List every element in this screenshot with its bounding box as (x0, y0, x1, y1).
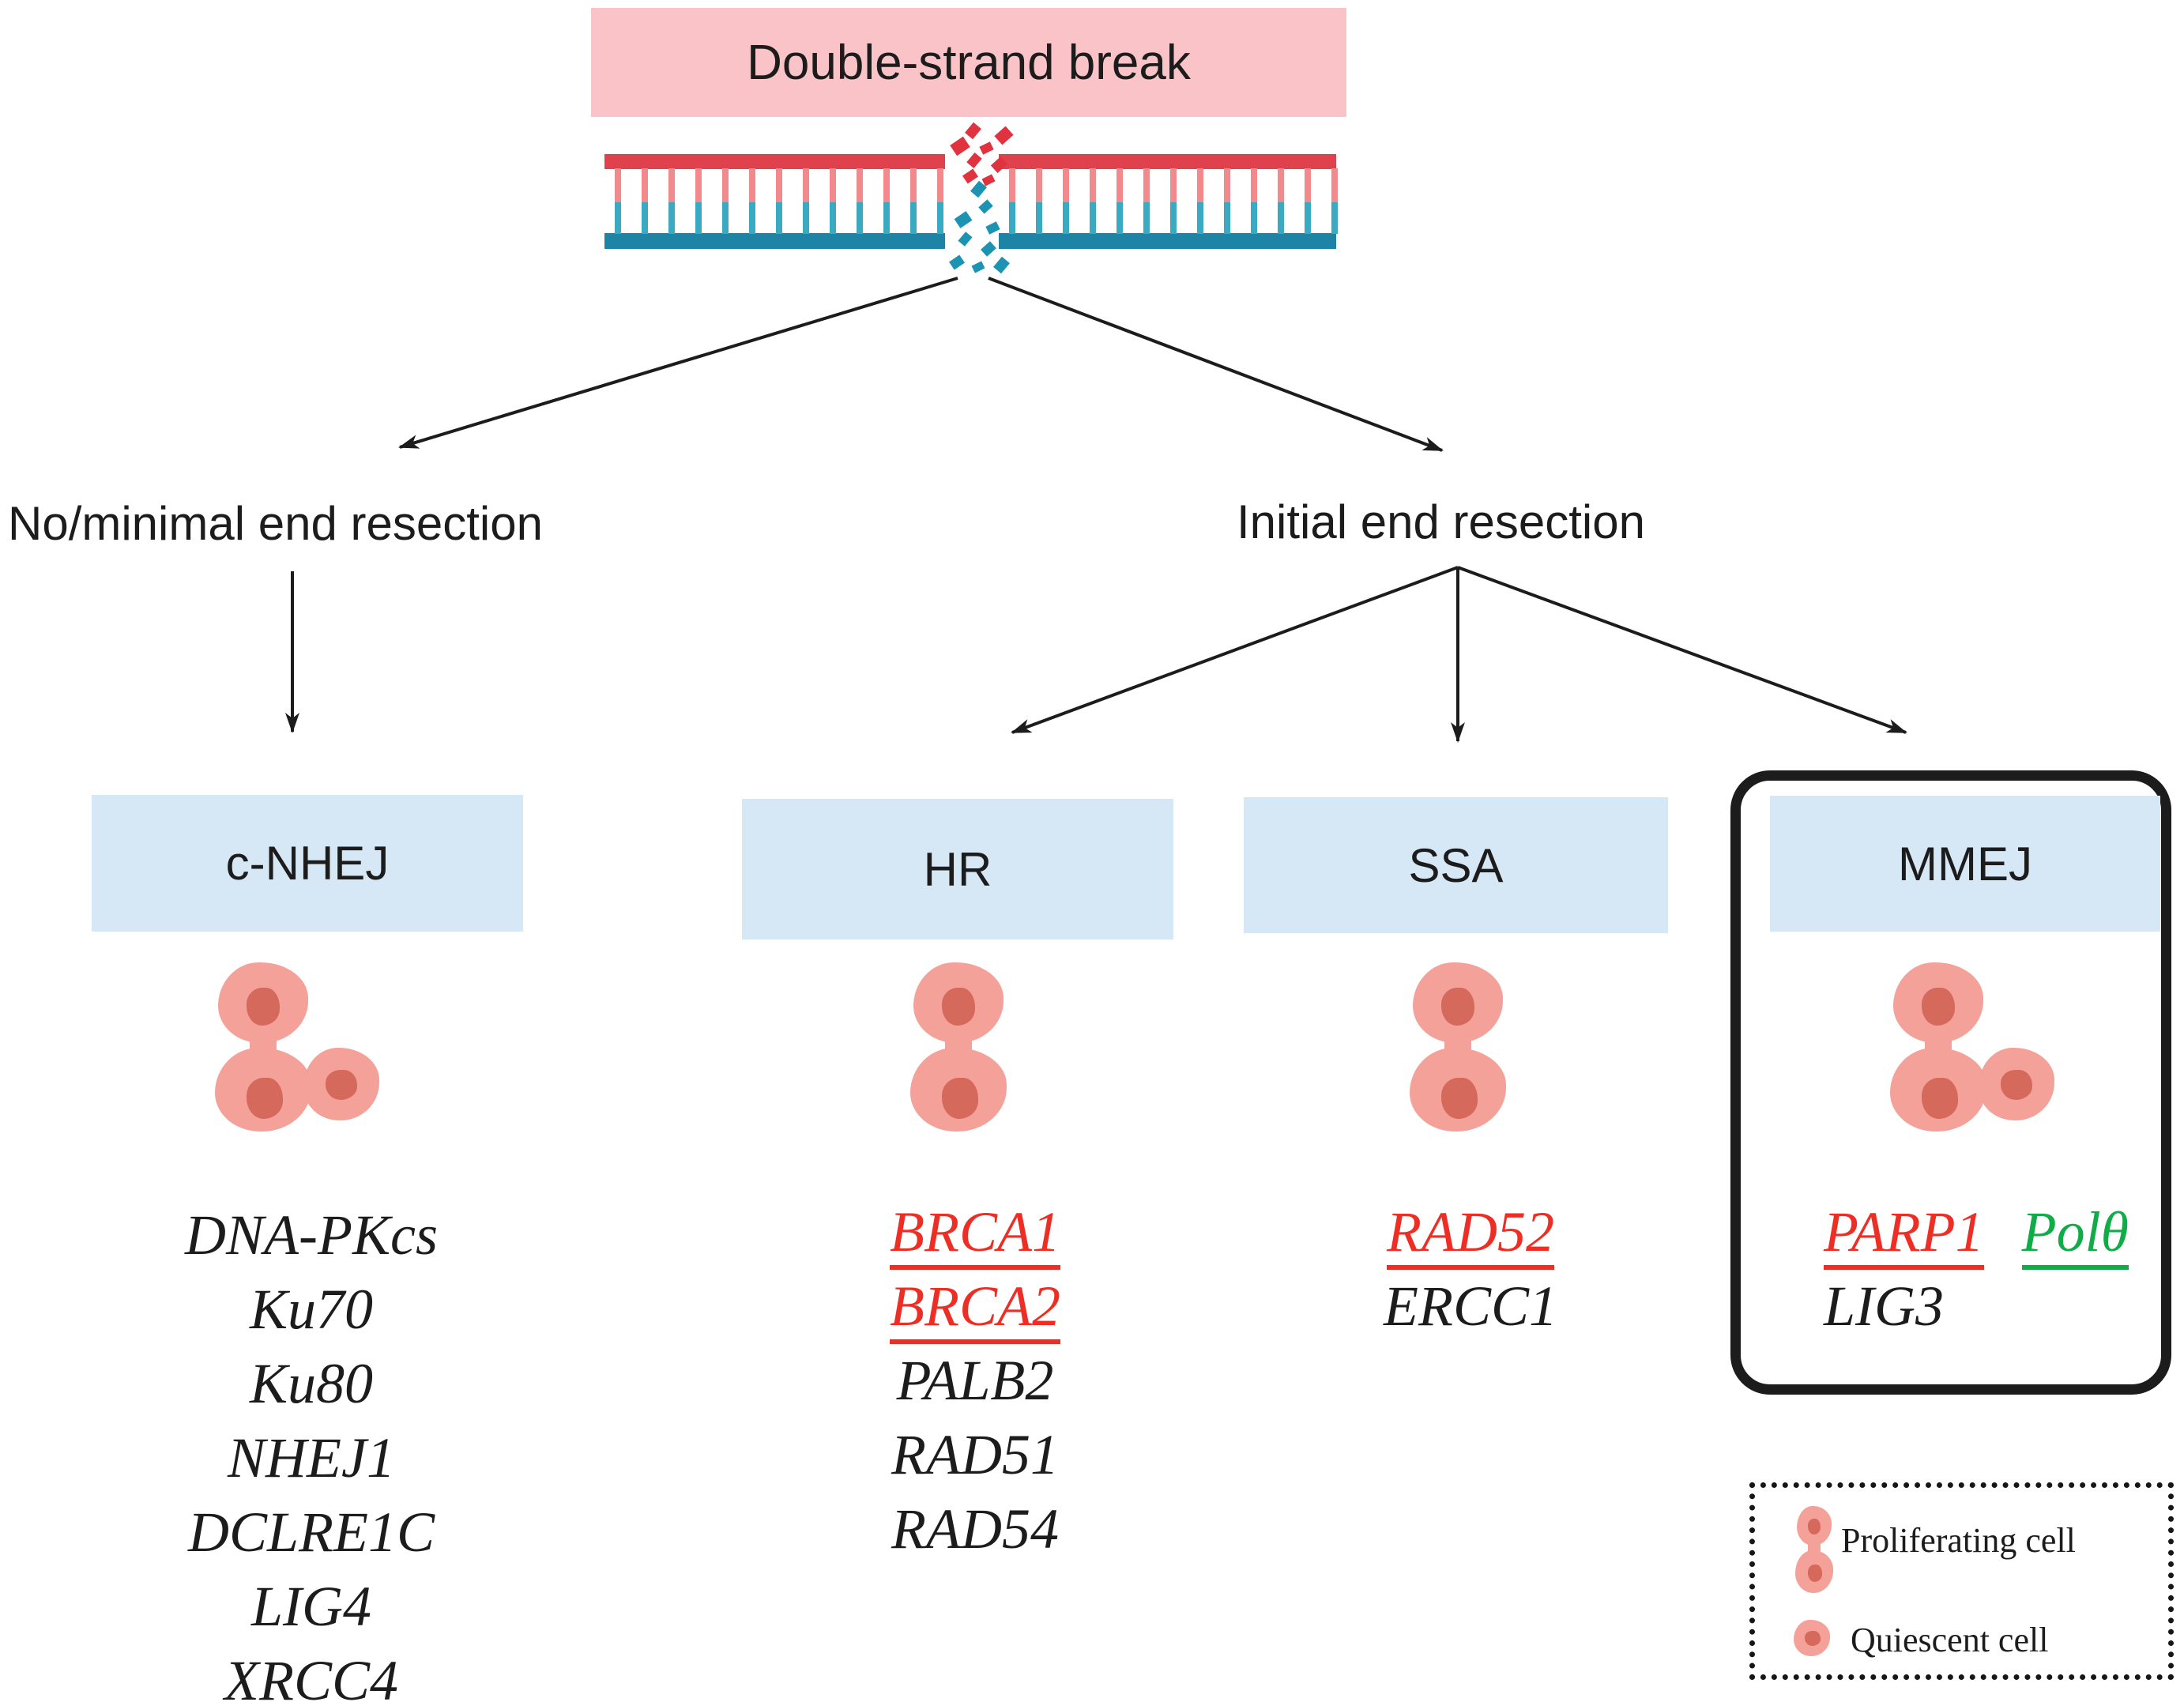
gene-brca2: BRCA2 (890, 1276, 1060, 1344)
gene-xrcc4: XRCC4 (224, 1649, 398, 1702)
proliferating-cell-icon (1406, 962, 1509, 1133)
quiescent-cell-icon (303, 1048, 379, 1120)
gene-ku80: Ku80 (249, 1352, 374, 1415)
gene-rad51: RAD51 (891, 1423, 1059, 1486)
gene-list-hr: BRCA1 BRCA2 PALB2 RAD51 RAD54 (754, 1195, 1196, 1566)
gene-list-ssa: RAD52 ERCC1 (1249, 1195, 1692, 1343)
gene-palb2: PALB2 (896, 1349, 1054, 1412)
gene-parp1: PARP1 (1824, 1202, 1984, 1270)
mmej-highlight-box (1730, 770, 2171, 1395)
legend-proliferating-label: Proliferating cell (1841, 1521, 2076, 1560)
gene-ku70: Ku70 (249, 1278, 374, 1341)
proliferating-cell-icon (1795, 1506, 1833, 1593)
pathway-header-cnhej: c-NHEJ (92, 795, 523, 932)
gene-lig3: LIG3 (1824, 1275, 1945, 1338)
dna-top-strand-right (999, 154, 1336, 169)
gene-nhej1: NHEJ1 (228, 1426, 395, 1489)
pathway-label-cnhej: c-NHEJ (225, 837, 390, 890)
gene-list-cnhej: DNA-PKcs Ku70 Ku80 NHEJ1 DCLRE1C LIG4 XR… (90, 1198, 533, 1702)
title-box: Double-strand break (591, 8, 1346, 117)
proliferating-cell-icon (907, 962, 1010, 1133)
legend-quiescent-label: Quiescent cell (1851, 1621, 2049, 1659)
gene-ercc1: ERCC1 (1383, 1275, 1557, 1338)
pathway-header-hr: HR (742, 799, 1173, 939)
gene-dclre1c: DCLRE1C (187, 1501, 435, 1564)
gene-list-mmej: PARP1 Polθ LIG3 (1824, 1195, 2163, 1343)
pathway-header-ssa: SSA (1244, 797, 1668, 933)
gene-lig4: LIG4 (250, 1575, 371, 1638)
pathway-label-ssa: SSA (1408, 838, 1504, 892)
pathway-label-hr: HR (923, 842, 992, 896)
dna-top-strand-left (604, 154, 945, 169)
gene-rad52: RAD52 (1387, 1202, 1554, 1270)
proliferating-cell-icon (1887, 962, 1990, 1133)
page-title: Double-strand break (747, 35, 1191, 90)
gene-poltheta: Polθ (2021, 1202, 2129, 1270)
quiescent-cell-icon (1794, 1620, 1830, 1656)
gene-rad54: RAD54 (891, 1497, 1059, 1561)
proliferating-cell-icon (212, 962, 314, 1133)
dna-bottom-strand-left (604, 233, 945, 249)
dna-bottom-strand-right (999, 233, 1336, 249)
pathway-header-mmej: MMEJ (1770, 796, 2160, 932)
branch-label-no-resection: No/minimal end resection (8, 497, 543, 550)
branch-label-initial-resection: Initial end resection (1237, 495, 1645, 548)
quiescent-cell-icon (1979, 1048, 2054, 1120)
pathway-label-mmej: MMEJ (1898, 837, 2032, 891)
gene-brca1: BRCA1 (890, 1202, 1060, 1270)
gene-dna-pkcs: DNA-PKcs (185, 1203, 438, 1267)
